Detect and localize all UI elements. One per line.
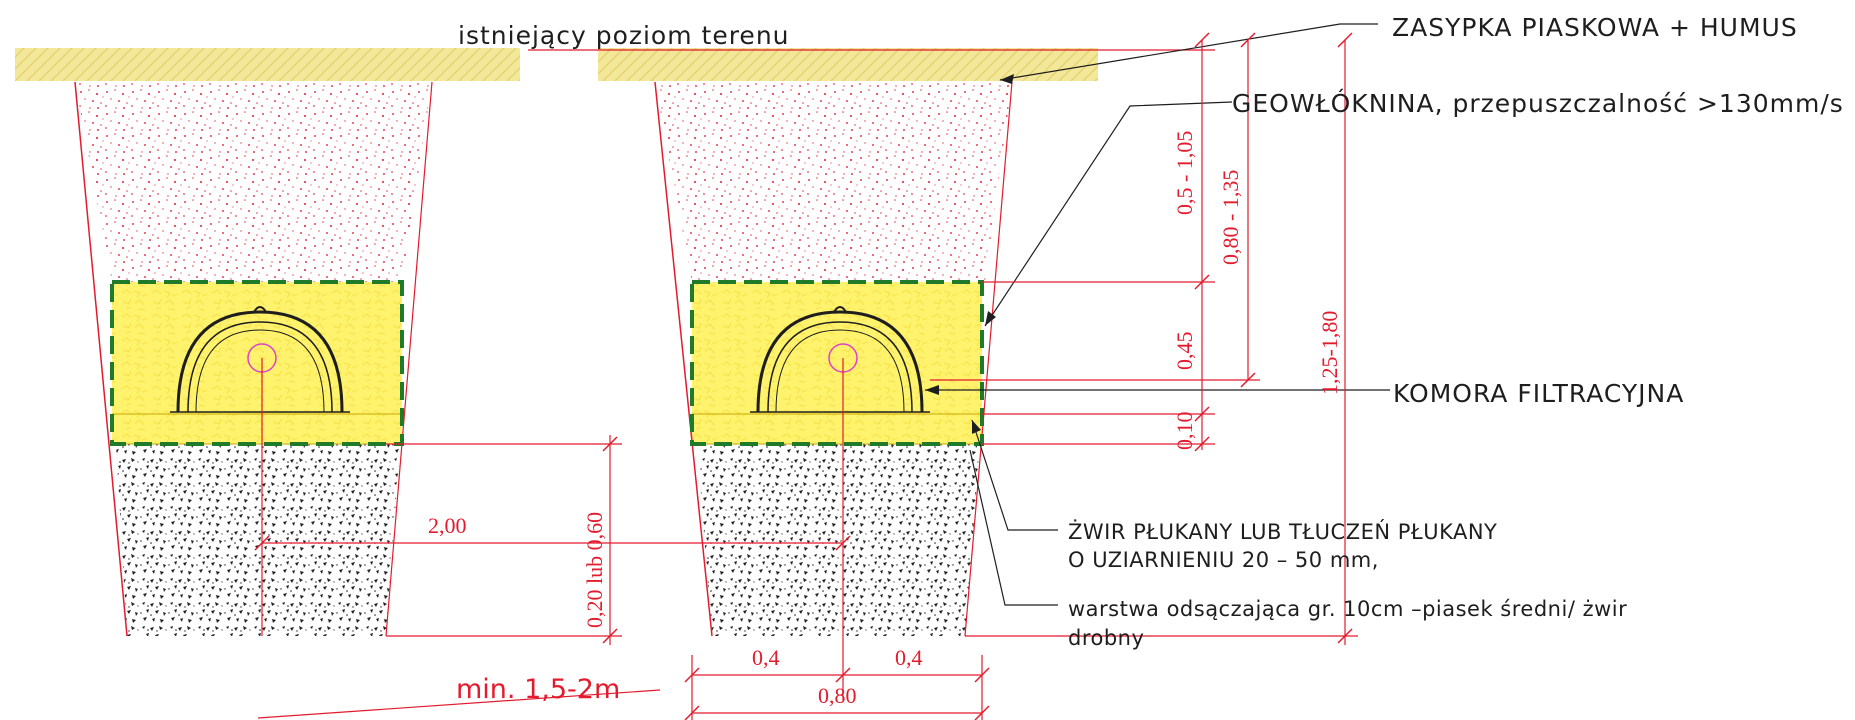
geotextile-right xyxy=(690,280,984,446)
dimension-lines xyxy=(257,40,1358,720)
sand-backfill-left xyxy=(75,82,432,282)
gravel-layer-right xyxy=(692,282,982,444)
leader-geotextile xyxy=(984,101,1233,327)
dim-cover: 0,5 - 1,05 xyxy=(1172,131,1197,215)
trench-wall-right-inner xyxy=(964,81,1013,637)
dim-spacing: 2,00 xyxy=(428,513,467,538)
dim-half-left: 0,4 xyxy=(752,645,780,670)
dim-trench-width: 0,80 xyxy=(818,683,857,708)
label-chamber: KOMORA FILTRACYJNA xyxy=(1393,379,1684,408)
drain-layer-right xyxy=(697,444,980,636)
dim-drain-layer: 0,10 xyxy=(1172,412,1197,451)
leader-gravel xyxy=(971,419,1058,531)
dim-gravel-around: 0,45 xyxy=(1172,332,1197,371)
trench-wall-left-outer xyxy=(74,81,128,637)
dim-total: 1,25-1,80 xyxy=(1317,311,1342,395)
humus-band-left xyxy=(15,48,520,81)
trench-wall-left-inner xyxy=(385,81,433,637)
filtration-chamber-left xyxy=(170,306,350,413)
geotextile-left xyxy=(110,280,404,446)
label-geotextile: GEOWŁÓKNINA, przepuszczalność >130mm/s xyxy=(1232,88,1844,118)
sand-backfill-right xyxy=(655,82,1012,282)
leader-lines xyxy=(925,23,1390,606)
right-trench xyxy=(654,81,1013,700)
ground-level-label: istniejący poziom terenu xyxy=(458,21,790,50)
label-gravel-line1: ŻWIR PŁUKANY LUB TŁUCZEŃ PŁUKANY xyxy=(1068,519,1497,544)
label-drain-line1: warstwa odsączająca gr. 10cm –piasek śre… xyxy=(1068,597,1627,621)
label-backfill: ZASYPKA PIASKOWA + HUMUS xyxy=(1392,13,1798,42)
humus-band-right xyxy=(598,48,1098,81)
drain-layer-left xyxy=(116,444,400,636)
leader-drain xyxy=(969,449,1058,606)
leader-backfill xyxy=(999,23,1378,81)
gravel-layer-left xyxy=(112,282,402,444)
label-gravel-line2: O UZIARNIENIU 20 – 50 mm, xyxy=(1068,548,1379,572)
dimension-ticks xyxy=(254,32,1353,720)
dim-trench-gap: min. 1,5-2m xyxy=(456,674,620,705)
dim-half-right: 0,4 xyxy=(895,645,923,670)
leader-arrowheads xyxy=(925,74,1014,434)
label-drain-line2: drobny xyxy=(1068,626,1144,650)
dim-gravel-below: 0,20 lub 0,60 xyxy=(582,512,607,628)
filtration-chamber-right xyxy=(750,306,930,413)
trench-wall-right-outer xyxy=(654,81,713,637)
dim-cover-total: 0,80 - 1,35 xyxy=(1218,170,1243,265)
left-trench xyxy=(74,81,433,637)
